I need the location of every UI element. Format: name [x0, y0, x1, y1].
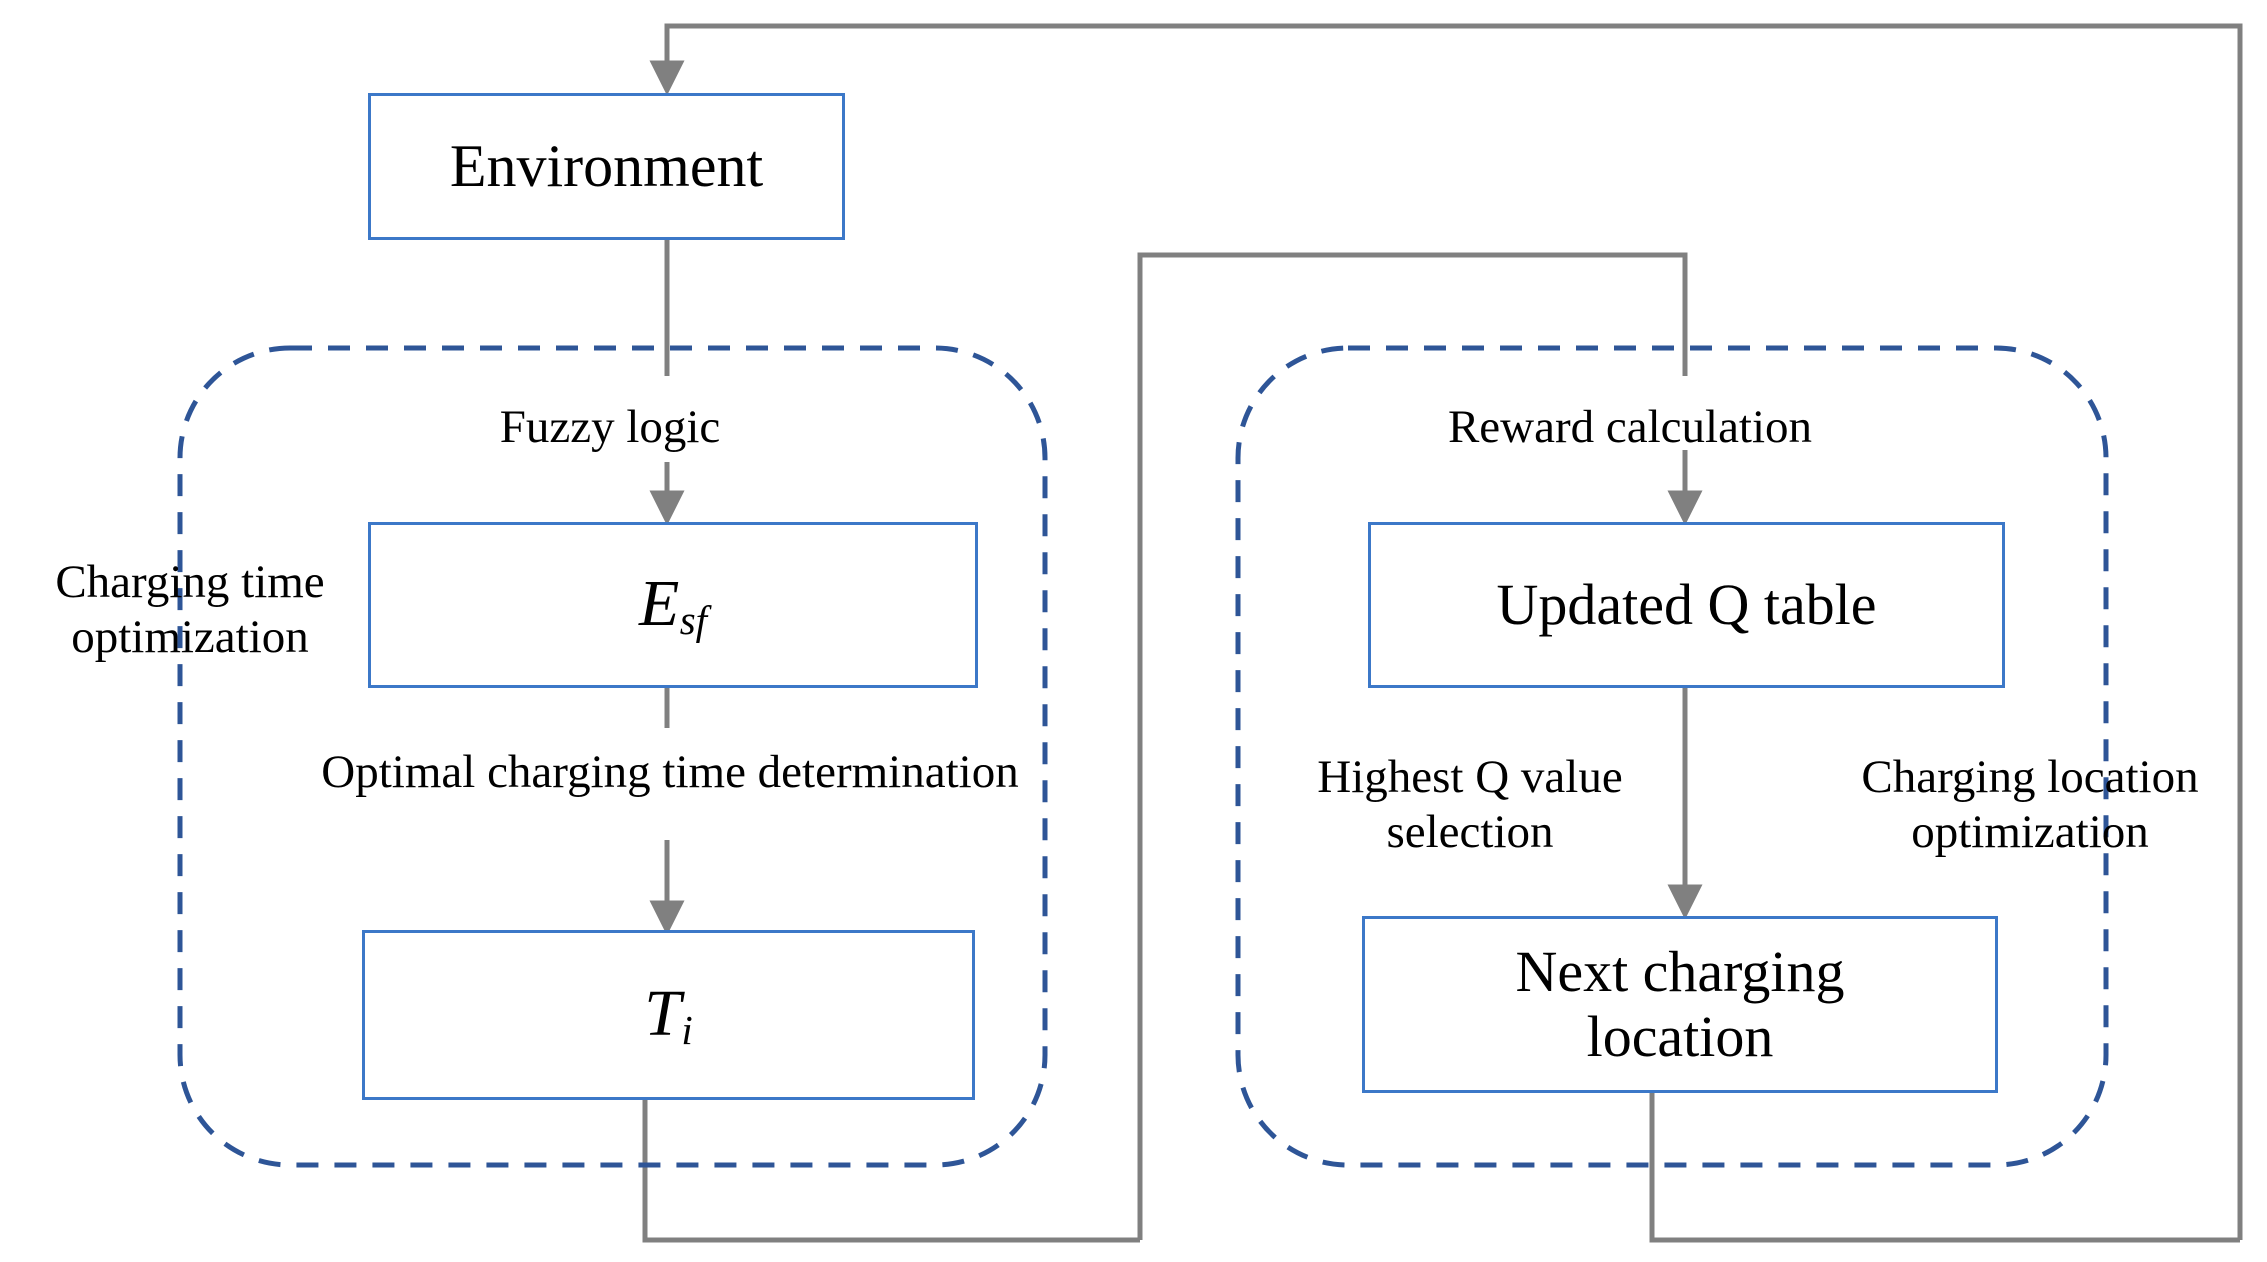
node-next-charging-location[interactable]: Next charging location [1362, 916, 1998, 1093]
node-environment-label: Environment [449, 132, 764, 199]
node-environment[interactable]: Environment [368, 93, 845, 240]
edge-label-fuzzy-logic: Fuzzy logic [499, 401, 721, 453]
node-t-i-base: T [644, 976, 682, 1050]
edge-label-highest-q-value: Highest Q value selection [1317, 751, 1623, 859]
group-label-charging-location-optimization: Charging location optimization [1861, 751, 2199, 859]
node-next-charging-location-label: Next charging location [1515, 938, 1845, 1069]
node-updated-q-table-label: Updated Q table [1496, 571, 1877, 637]
node-e-sf[interactable]: Esf [368, 522, 978, 688]
connector-next-location-to-feedback [1649, 1093, 2240, 1243]
group-label-charging-time-optimization: Charging time optimization [55, 556, 325, 664]
edge-label-optimal-charging-time: Optimal charging time determination [321, 746, 1019, 798]
node-updated-q-table[interactable]: Updated Q table [1368, 522, 2005, 688]
node-t-i-label: Ti [644, 977, 693, 1054]
connector-ti-to-reward [642, 1100, 1140, 1243]
node-t-i[interactable]: Ti [362, 930, 975, 1100]
node-e-sf-subscript: sf [679, 597, 708, 643]
node-e-sf-base: E [638, 566, 680, 640]
node-t-i-subscript: i [681, 1007, 693, 1053]
edge-label-reward-calculation: Reward calculation [1447, 401, 1813, 453]
node-e-sf-label: Esf [639, 567, 707, 644]
